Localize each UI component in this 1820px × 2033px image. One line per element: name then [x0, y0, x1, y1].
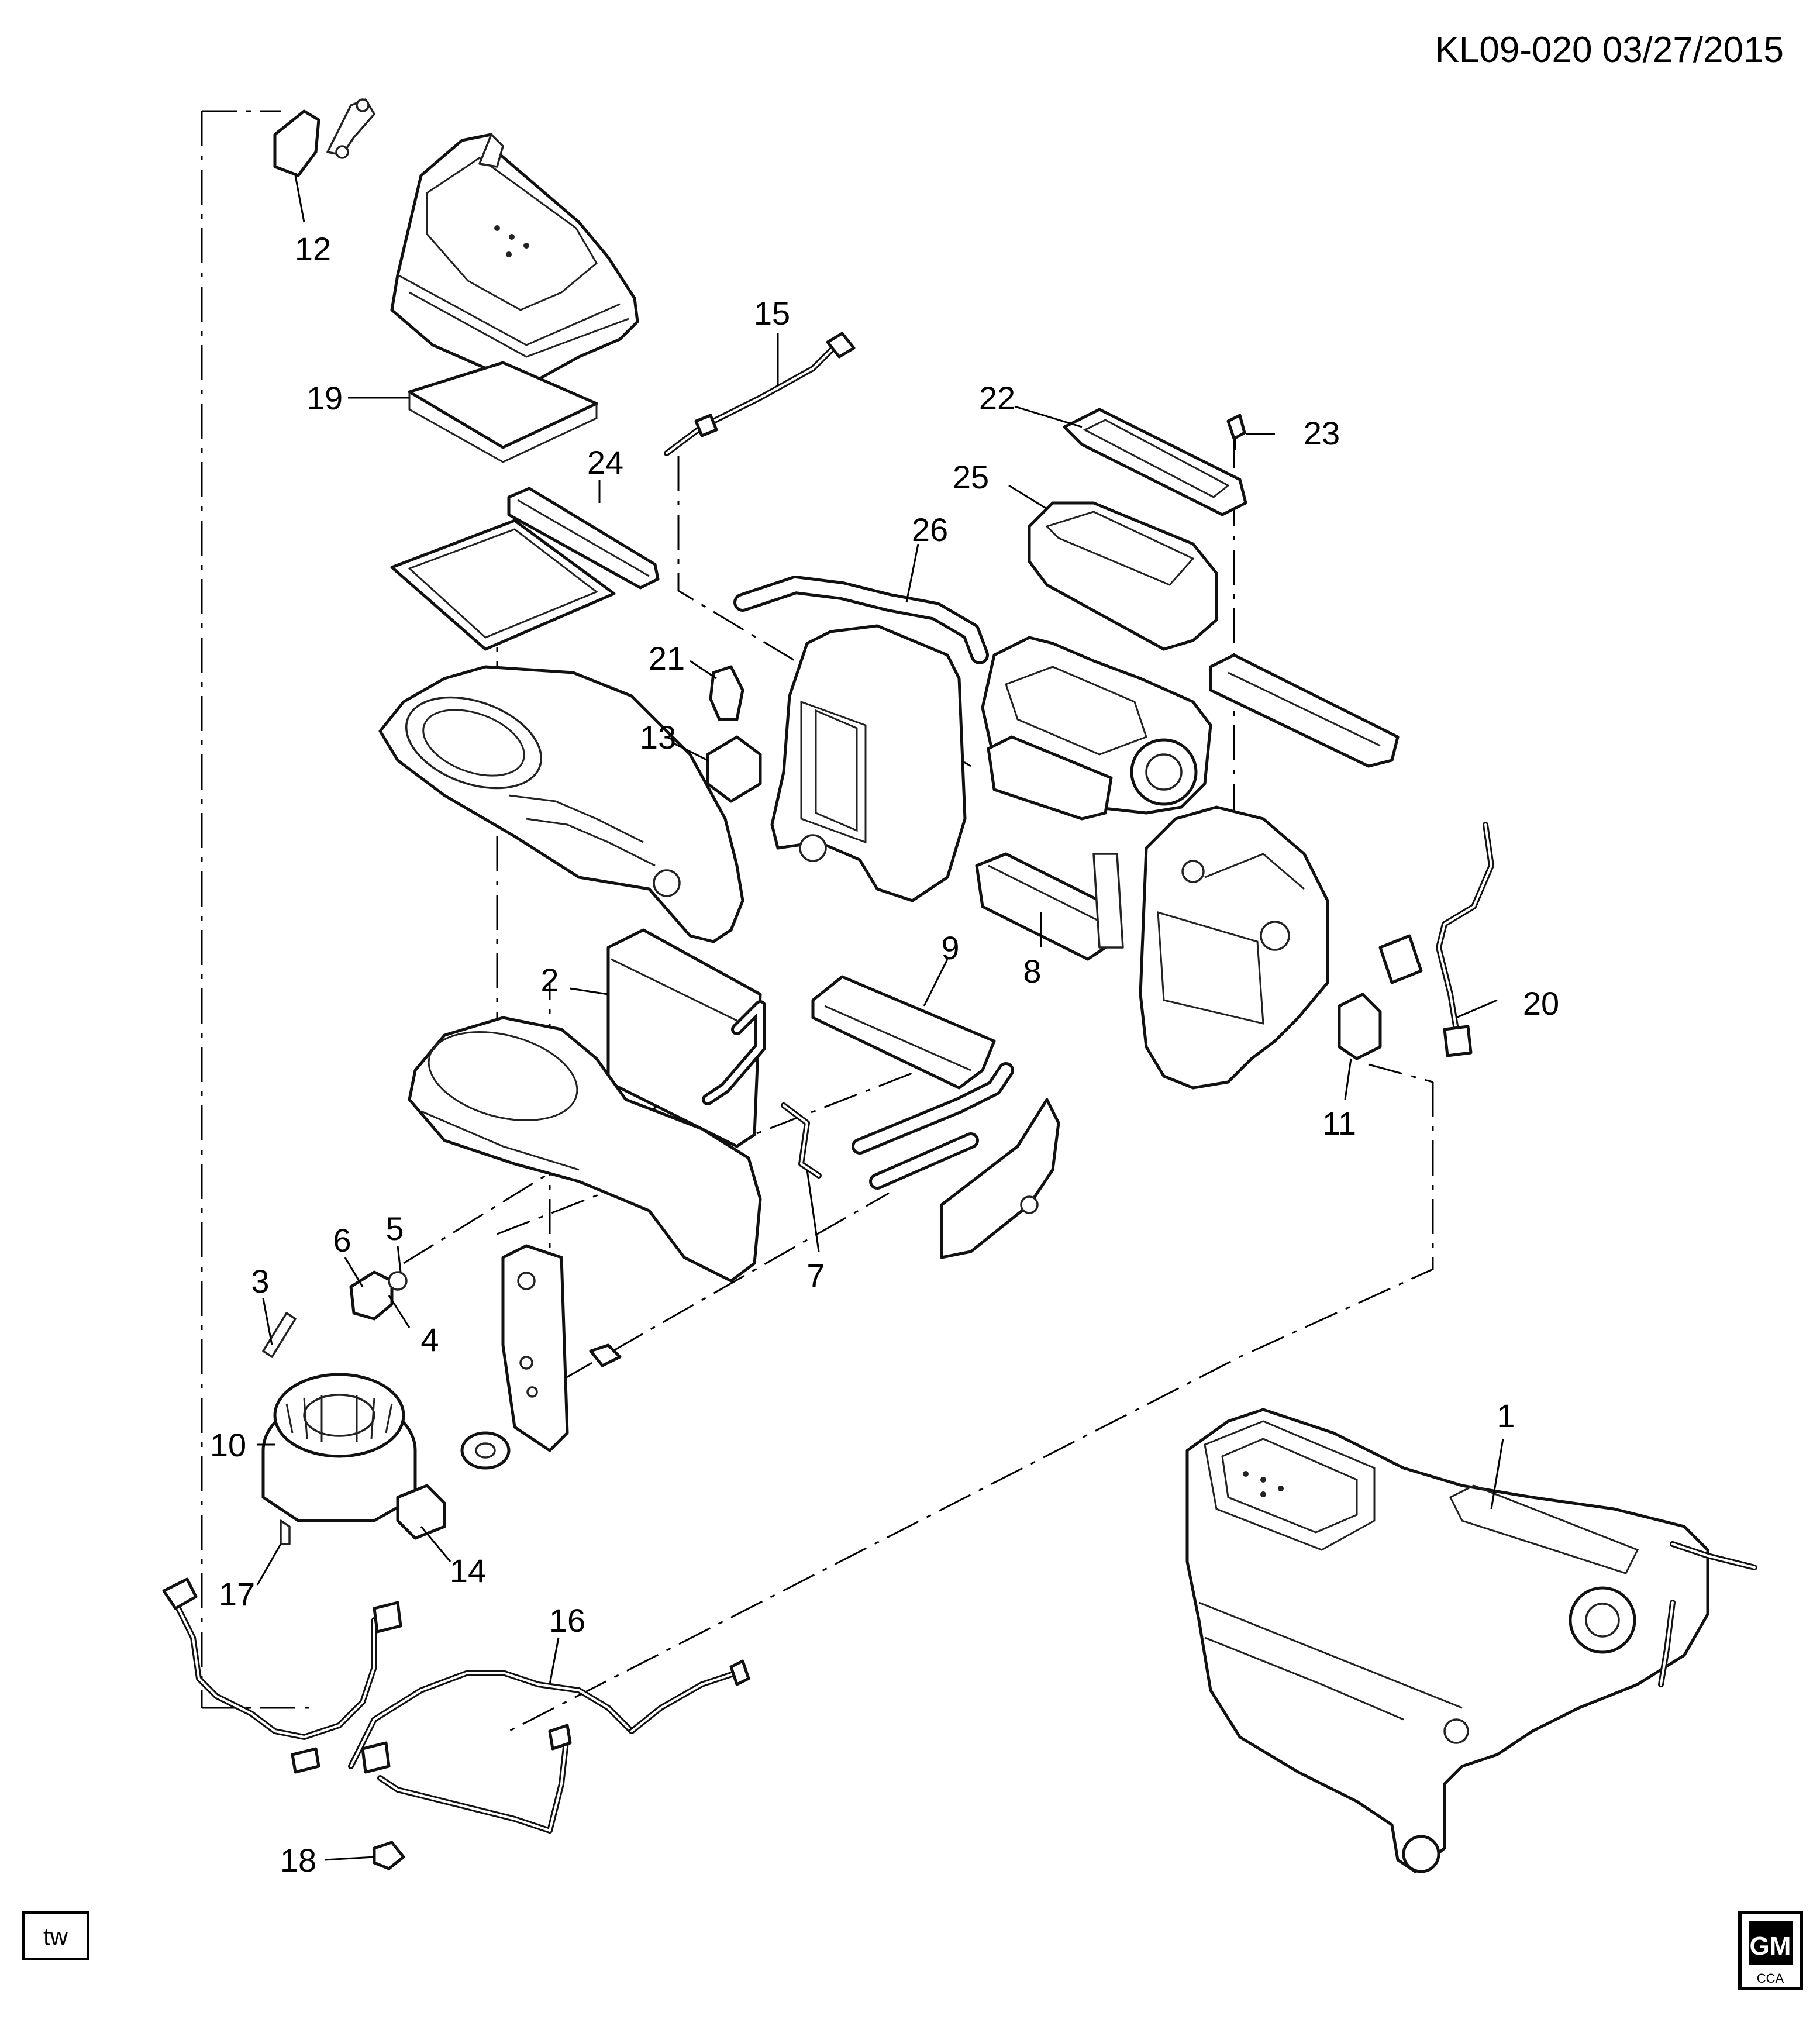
callout-21: 21: [649, 640, 685, 677]
part-6-sensor: [349, 1270, 408, 1321]
part-17-screw: [280, 1519, 291, 1545]
callout-24: 24: [587, 444, 623, 481]
center-case: [770, 624, 967, 902]
side-bracket: [940, 1098, 1060, 1259]
part-3-screw: [262, 1312, 297, 1358]
lower-blower-housing: [408, 1016, 762, 1283]
callout-22: 22: [979, 380, 1015, 416]
callout-3: 3: [251, 1263, 269, 1300]
part-16-harness: [162, 1577, 750, 1834]
callout-12: 12: [295, 230, 331, 267]
leader-lines: [256, 175, 1504, 1861]
part-9-core: [811, 975, 1014, 1190]
part-19-inlet-housing: [390, 133, 639, 463]
callout-17: 17: [219, 1576, 255, 1612]
part-15-cable: [664, 332, 856, 456]
callout-16: 16: [549, 1602, 585, 1639]
callout-23: 23: [1304, 415, 1340, 452]
gm-logo-sub: CCA: [1757, 1971, 1784, 1986]
part-21-switch: [709, 665, 744, 721]
part-7-tube: [781, 1102, 822, 1179]
callout-labels: 1 2 3 4 5 6 7 8 9 10 11 12 13 14 15 16 1…: [210, 230, 1559, 1879]
callout-2: 2: [540, 962, 559, 998]
callout-25: 25: [953, 459, 989, 495]
gasket-right: [1209, 653, 1400, 768]
part-23-screw: [1226, 414, 1246, 450]
callout-5: 5: [385, 1210, 404, 1247]
callout-20: 20: [1523, 985, 1559, 1022]
callout-4: 4: [420, 1321, 439, 1358]
callout-6: 6: [333, 1222, 351, 1259]
part-20-harness: [1378, 822, 1494, 1057]
gm-logo-text: GM: [1750, 1932, 1791, 1960]
hvac-right-body: [1139, 805, 1329, 1090]
callout-7: 7: [806, 1257, 825, 1294]
part-26-hose: [733, 576, 989, 664]
part-14-resistor: [396, 1484, 446, 1540]
callout-1: 1: [1497, 1397, 1515, 1434]
callout-11: 11: [1322, 1105, 1356, 1142]
part-22-duct-top: [1063, 408, 1247, 516]
tw-badge: tw: [22, 1911, 89, 1960]
part-11-actuator: [1338, 993, 1382, 1060]
mount-plate: [501, 1244, 622, 1452]
round-gasket: [460, 1431, 511, 1470]
callout-8: 8: [1023, 953, 1041, 990]
tw-badge-text: tw: [43, 1922, 68, 1950]
part-8-heater-core: [975, 852, 1124, 961]
callout-13: 13: [640, 719, 676, 756]
part-13-actuator: [706, 735, 762, 803]
part-24-filter-frame: [390, 487, 660, 651]
callout-14: 14: [450, 1552, 486, 1589]
part-2-evaporator: [606, 928, 766, 1148]
part-25-duct: [1028, 501, 1218, 651]
part-18-clip: [373, 1841, 405, 1870]
callout-9: 9: [941, 929, 959, 966]
module-upper-right: [981, 636, 1212, 821]
part-10-blower-motor: [261, 1373, 417, 1522]
part-1-hvac-assembly: [1185, 1408, 1757, 1873]
gm-logo: GM CCA: [1738, 1911, 1803, 1990]
callout-26: 26: [912, 511, 948, 548]
callout-10: 10: [210, 1426, 246, 1463]
callout-15: 15: [754, 295, 790, 332]
part-12-actuator: [273, 98, 375, 177]
callout-19: 19: [306, 380, 343, 416]
callout-18: 18: [280, 1842, 316, 1879]
upper-blower-housing: [378, 665, 744, 943]
diagram-code: KL09-020 03/27/2015: [1435, 30, 1784, 70]
